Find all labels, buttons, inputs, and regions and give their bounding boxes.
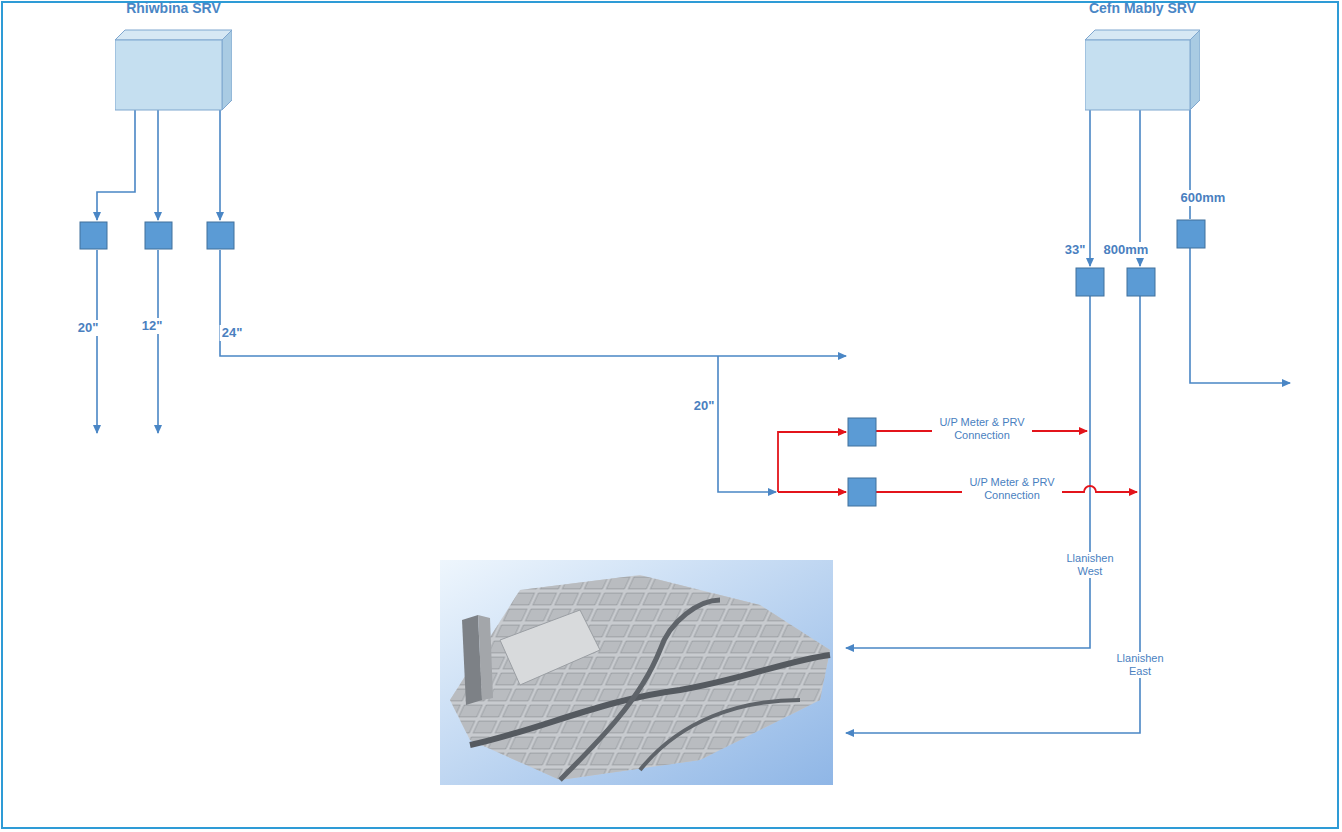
pipe-size: 33" [1063,242,1088,258]
pipe-size: 20" [692,398,717,414]
city-model [440,560,833,785]
reservoir-title: Rhiwbina SRV [115,0,232,16]
zone-name: Llanishen East [1112,652,1168,678]
pipe-size: 24" [220,325,245,341]
connection-note: U/P Meter & PRV Connection [962,476,1062,502]
reservoir-cuboid [115,0,232,111]
pipe-size: 12" [140,318,165,334]
reservoir-node: Cefn Mably SRV [1085,0,1200,110]
reservoir-cuboid [1085,0,1200,111]
connection-note: U/P Meter & PRV Connection [932,416,1032,442]
pipe-size: 20" [76,320,101,336]
reservoir-node: Rhiwbina SRV [115,0,232,110]
pipe-size: 600mm [1179,190,1228,206]
zone-name: Llanishen West [1062,552,1118,578]
pipe-size: 800mm [1102,242,1151,258]
reservoir-title: Cefn Mably SRV [1085,0,1200,16]
